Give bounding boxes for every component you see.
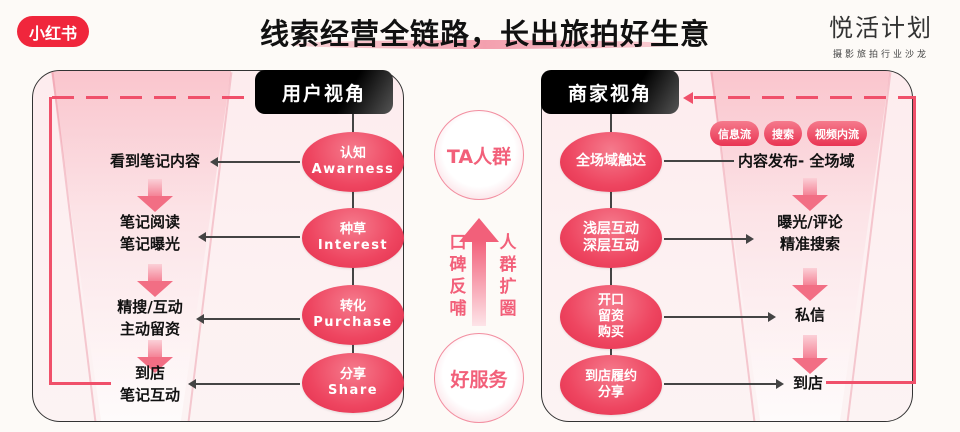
text-line: 到店 bbox=[134, 364, 165, 382]
stage-full-domain-reach: 全场域触达 bbox=[560, 132, 662, 192]
brand-subtitle: 摄影旅拍行业沙龙 bbox=[832, 50, 929, 60]
arrow-awareness bbox=[210, 157, 300, 167]
stage-cn: 认知 bbox=[339, 145, 366, 161]
down-arrow-icon bbox=[137, 340, 173, 373]
char: 哺 bbox=[449, 299, 467, 319]
merchant-view-header: 商家视角 bbox=[541, 70, 679, 114]
stage-store-visit: 到店履约 分享 bbox=[560, 355, 662, 415]
text-line: 主动留资 bbox=[119, 319, 180, 338]
char: 反 bbox=[449, 277, 467, 297]
arrow-interaction bbox=[664, 234, 754, 244]
stage-awareness: 认知 Awarness bbox=[302, 132, 404, 192]
down-arrow-icon bbox=[137, 264, 173, 297]
audience-expansion-label: 人 群 扩 圈 bbox=[498, 232, 518, 320]
user-loop-vertical bbox=[49, 97, 52, 384]
channel-feed: 信息流 bbox=[710, 121, 759, 146]
char: 人 bbox=[499, 233, 517, 253]
page-title-text: 线索经营全链路，长出旅拍好生意 bbox=[259, 17, 710, 51]
text-line: 笔记阅读 bbox=[119, 213, 180, 231]
arrow-conversion bbox=[664, 312, 776, 322]
stage-cn: 种草 bbox=[339, 221, 366, 237]
arrow-purchase bbox=[196, 314, 300, 324]
merchant-text-publish: 内容发布- 全场域 bbox=[738, 151, 878, 173]
word-of-mouth-label: 口 碑 反 哺 bbox=[448, 232, 468, 320]
stage-conversion: 开口 留资 购买 bbox=[560, 285, 662, 349]
channel-video-feed: 视频内流 bbox=[807, 121, 867, 146]
arrow-interest bbox=[198, 232, 300, 242]
merchant-text-visit: 到店 bbox=[783, 373, 833, 395]
merchant-text-dm: 私信 bbox=[770, 305, 850, 327]
ta-audience-circle: TA人群 bbox=[434, 110, 524, 200]
text-line: 笔记曝光 bbox=[119, 234, 180, 253]
center-column: TA人群 口 碑 反 哺 人 群 扩 圈 好服务 bbox=[420, 100, 538, 423]
xiaohongshu-logo: 小红书 bbox=[17, 16, 89, 47]
brand-name: 悦活计划 bbox=[829, 14, 933, 42]
stage-label: 到店履约 bbox=[584, 368, 637, 384]
brand-block: 悦活计划 摄影旅拍行业沙龙 bbox=[816, 8, 946, 60]
text-line: 内容发布- 全场域 bbox=[738, 152, 855, 170]
text-line: 到店 bbox=[792, 374, 823, 392]
merchant-loop-arrowhead-icon bbox=[683, 92, 693, 104]
stage-purchase: 转化 Purchase bbox=[302, 285, 404, 345]
user-text-purchase: 精搜/互动 主动留资 bbox=[100, 297, 200, 341]
text-line: 曝光/评论 bbox=[777, 213, 843, 231]
title-underline-decoration bbox=[290, 40, 680, 49]
text-line: 精准搜索 bbox=[779, 234, 840, 253]
merchant-loop-bottom bbox=[826, 381, 916, 384]
text-line: 笔记互动 bbox=[119, 385, 180, 404]
merchant-text-exposure: 曝光/评论 精准搜索 bbox=[755, 212, 865, 256]
stage-share: 分享 Share bbox=[302, 353, 404, 413]
user-view-header: 用户视角 bbox=[255, 70, 393, 114]
merchant-loop-vertical bbox=[913, 96, 916, 384]
down-arrow-icon bbox=[137, 179, 173, 212]
stage-label: 深层互动 bbox=[583, 238, 639, 254]
up-arrow-icon bbox=[459, 218, 499, 328]
arrow-full-domain bbox=[664, 160, 734, 162]
stage-cn: 分享 bbox=[339, 366, 366, 382]
stage-label: 开口 bbox=[597, 292, 624, 308]
char: 扩 bbox=[499, 277, 517, 297]
char: 碑 bbox=[449, 255, 467, 275]
down-arrow-icon bbox=[792, 268, 828, 301]
stage-en: Share bbox=[327, 383, 379, 398]
stage-label: 分享 bbox=[597, 385, 624, 400]
user-text-share: 到店 笔记互动 bbox=[100, 363, 200, 407]
stage-en: Interest bbox=[317, 238, 389, 253]
down-arrow-icon bbox=[792, 335, 828, 375]
user-text-interest: 笔记阅读 笔记曝光 bbox=[100, 212, 200, 256]
stage-interaction: 浅层互动 深层互动 bbox=[560, 208, 662, 268]
char: 圈 bbox=[499, 299, 517, 319]
user-text-awareness: 看到笔记内容 bbox=[95, 151, 215, 173]
text-line: 看到笔记内容 bbox=[109, 152, 200, 170]
stage-label: 留资 bbox=[597, 308, 624, 324]
merchant-loop-dashed bbox=[694, 96, 914, 99]
arrow-store-visit bbox=[664, 379, 784, 389]
good-service-circle: 好服务 bbox=[434, 333, 524, 423]
channel-pills: 信息流 搜索 视频内流 bbox=[710, 121, 867, 146]
text-line: 精搜/互动 bbox=[117, 298, 183, 316]
stage-label: 全场域触达 bbox=[576, 153, 646, 170]
stage-en: Awarness bbox=[311, 162, 395, 177]
stage-label: 浅层互动 bbox=[583, 220, 639, 237]
down-arrow-icon bbox=[792, 178, 828, 211]
arrow-share bbox=[188, 379, 300, 389]
stage-en: Purchase bbox=[313, 315, 393, 330]
char: 口 bbox=[449, 233, 467, 253]
user-loop-dashed bbox=[52, 96, 264, 99]
page-title: 线索经营全链路，长出旅拍好生意 bbox=[250, 11, 720, 51]
text-line: 私信 bbox=[794, 306, 825, 324]
channel-search: 搜索 bbox=[764, 121, 802, 146]
stage-cn: 转化 bbox=[339, 298, 366, 314]
stage-interest: 种草 Interest bbox=[302, 208, 404, 268]
char: 群 bbox=[499, 255, 517, 275]
stage-label: 购买 bbox=[597, 325, 624, 341]
user-loop-bottom bbox=[49, 382, 111, 385]
